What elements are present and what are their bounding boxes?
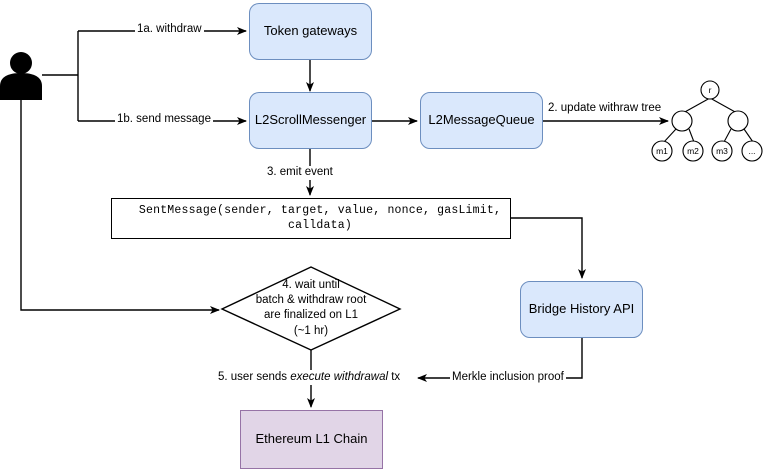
- step5-prefix: 5. user sends: [218, 371, 291, 383]
- edge-label-merkle-inclusion-proof: Merkle inclusion proof: [450, 371, 566, 385]
- node-l2-scroll-messenger[interactable]: L2ScrollMessenger: [249, 92, 372, 149]
- node-sent-message-event-label: SentMessage(sender, target, value, nonce…: [138, 204, 502, 232]
- merkle-leaf-2-text: m3: [716, 146, 728, 156]
- merkle-leaf-1-label: m2: [683, 147, 703, 156]
- wait-decision-line-4: (~1 hr): [293, 324, 329, 337]
- node-sent-message-event[interactable]: SentMessage(sender, target, value, nonce…: [111, 198, 511, 239]
- merkle-leaf-2-label: m3: [712, 147, 732, 156]
- step5-suffix: tx: [388, 371, 401, 383]
- edge-label-withdraw: 1a. withdraw: [135, 23, 204, 37]
- wait-decision-line-3: are finalized on L1: [264, 309, 358, 322]
- node-l2-message-queue-label: L2MessageQueue: [428, 112, 535, 128]
- node-token-gateways[interactable]: Token gateways: [249, 3, 372, 60]
- merkle-leaf-3-label: ...: [742, 147, 762, 156]
- edge-label-merkle-inclusion-proof-text: Merkle inclusion proof: [452, 371, 564, 383]
- merkle-leaf-0-text: m1: [656, 146, 668, 156]
- merkle-leaf-3-text: ...: [748, 146, 756, 156]
- node-l2-scroll-messenger-label: L2ScrollMessenger: [254, 112, 367, 128]
- node-ethereum-l1-chain-label: Ethereum L1 Chain: [255, 431, 368, 447]
- step5-label: 5. user sends execute withdrawal tx: [216, 371, 403, 385]
- merkle-leaf-1-text: m2: [687, 146, 699, 156]
- edge-label-update-withdraw-tree-text: 2. update withraw tree: [548, 102, 662, 114]
- wait-decision-line-2: batch & withdraw root: [255, 294, 367, 307]
- merkle-root-label: r: [700, 86, 720, 95]
- edge-label-emit-event-text: 3. emit event: [267, 166, 333, 178]
- user-actor: [0, 52, 44, 102]
- merkle-node-internal-0: [671, 110, 693, 132]
- person-icon: [0, 52, 42, 100]
- edge-event-to-bridge-api: [511, 217, 586, 279]
- edge-label-send-message-text: 1b. send message: [117, 113, 211, 125]
- edge-label-send-message: 1b. send message: [115, 113, 213, 127]
- node-bridge-history-api-label: Bridge History API: [528, 301, 635, 317]
- merkle-tree-edges: [663, 97, 754, 143]
- edge-label-update-withdraw-tree: 2. update withraw tree: [546, 102, 664, 116]
- node-token-gateways-label: Token gateways: [263, 23, 358, 39]
- node-l2-message-queue[interactable]: L2MessageQueue: [420, 92, 543, 149]
- node-bridge-history-api[interactable]: Bridge History API: [520, 281, 643, 338]
- merkle-root-text: r: [708, 85, 712, 95]
- wait-decision-label: 4. wait until batch & withdraw root are …: [211, 278, 411, 339]
- node-ethereum-l1-chain[interactable]: Ethereum L1 Chain: [240, 410, 383, 469]
- edge-label-withdraw-text: 1a. withdraw: [137, 23, 202, 35]
- edge-label-emit-event: 3. emit event: [265, 166, 335, 180]
- merkle-leaf-0-label: m1: [652, 147, 672, 156]
- merkle-node-internal-1: [727, 110, 749, 132]
- wait-decision-line-1: 4. wait until: [282, 279, 340, 291]
- step5-emphasis: execute withdrawal: [290, 371, 389, 383]
